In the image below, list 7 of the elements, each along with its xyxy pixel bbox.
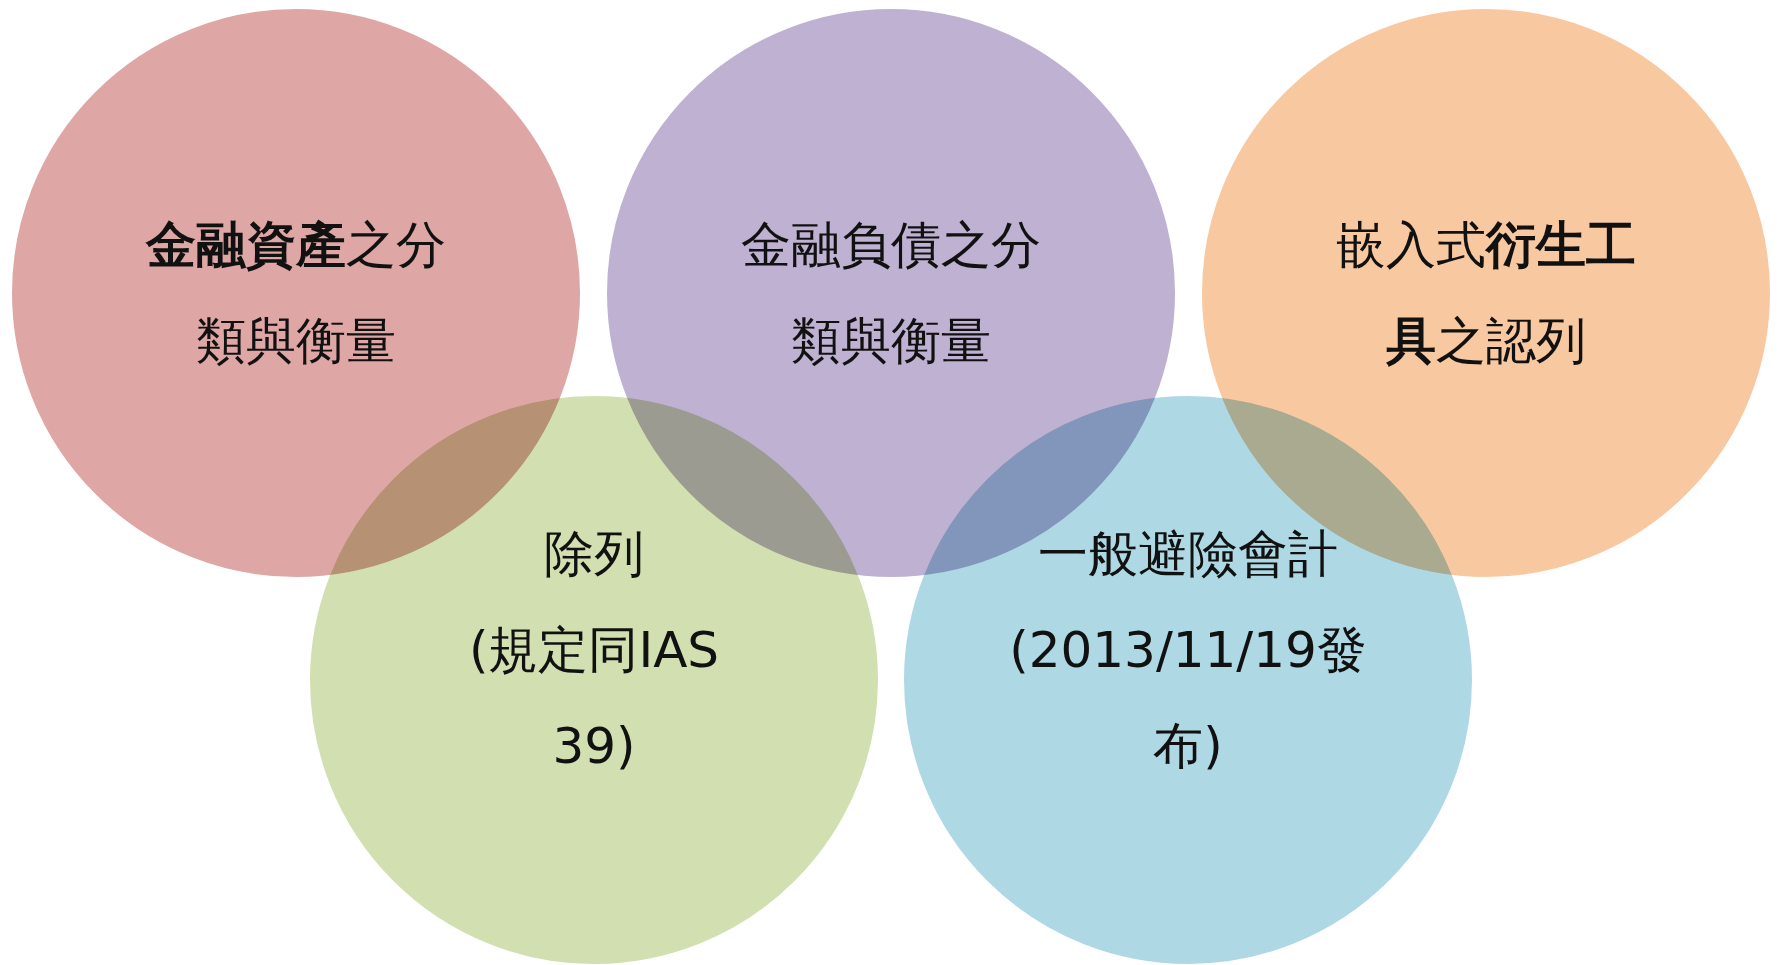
circle-label: 金融負債之分類與衡量: [740, 215, 1042, 372]
circle-label: 一般避險會計: [1038, 524, 1338, 585]
circle-label: 除列: [544, 524, 644, 585]
circle-label: 金融資產之分類與衡量: [144, 215, 447, 372]
circle-label: 嵌入式衍生工具之認列: [1335, 215, 1637, 372]
circle-label: (2013/11/19發布): [1008, 620, 1368, 777]
circle-label: (規定同IAS 39): [467, 620, 721, 777]
